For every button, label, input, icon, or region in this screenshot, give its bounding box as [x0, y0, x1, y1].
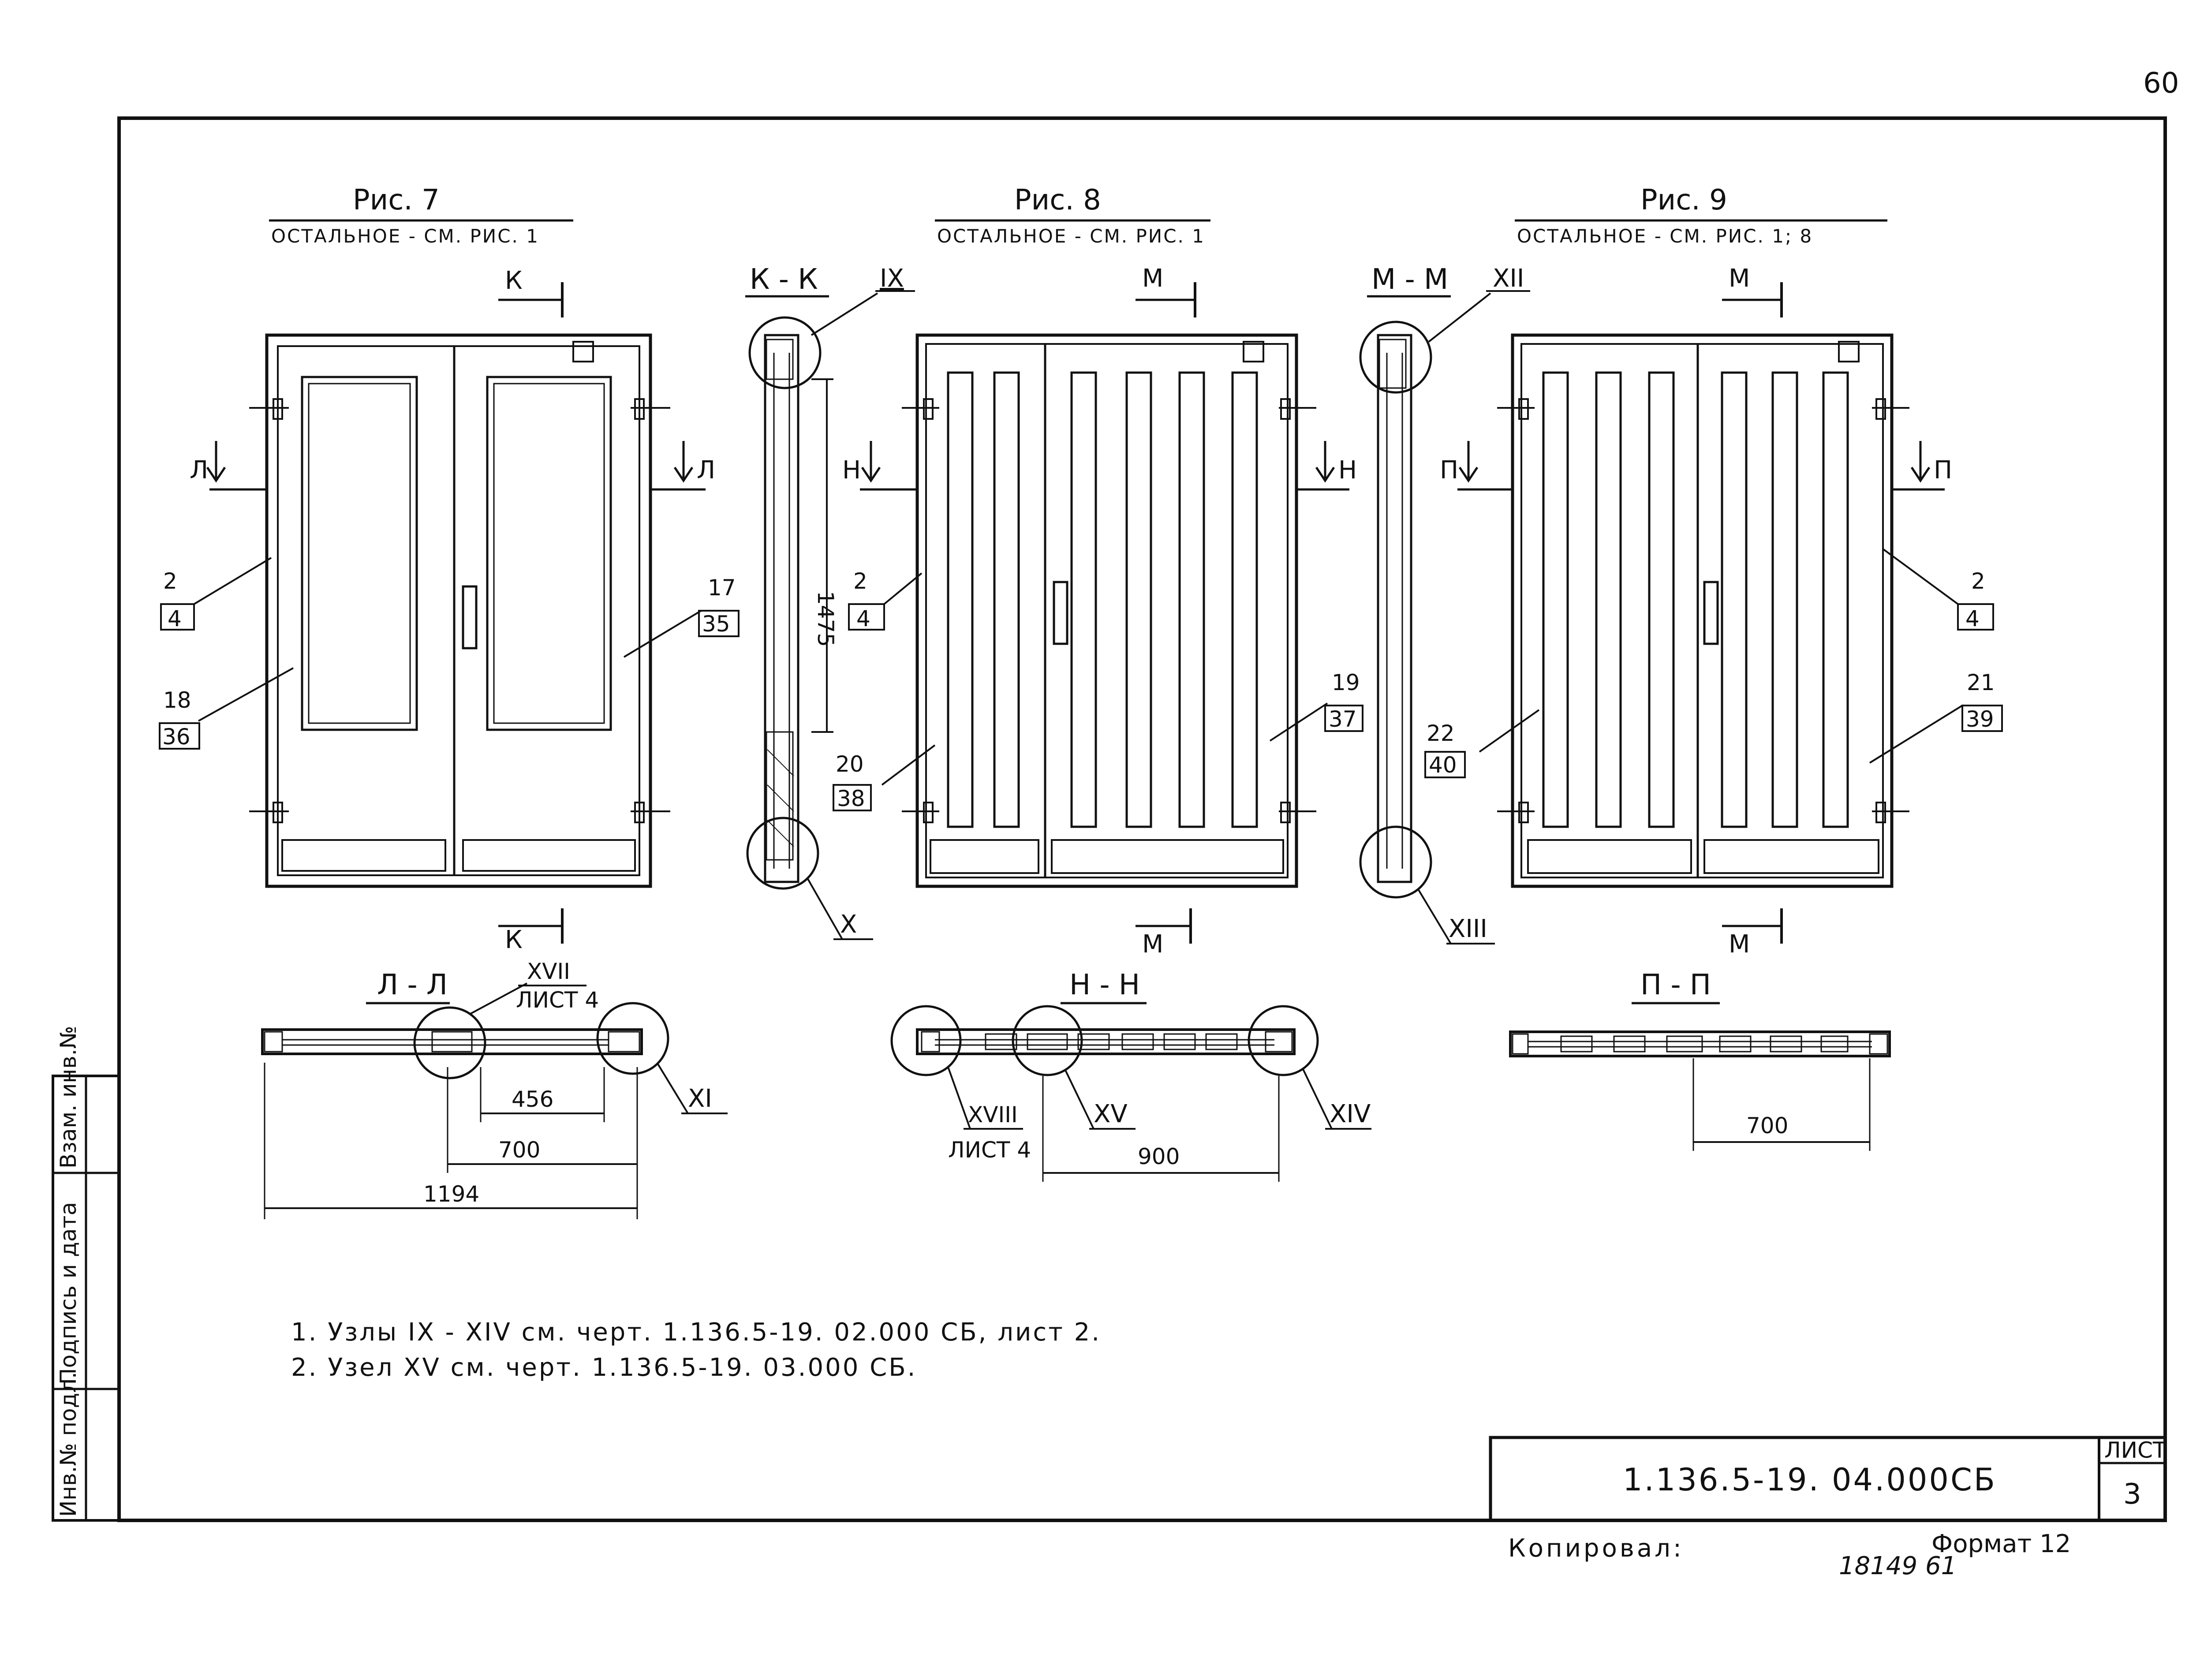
figure-8: Рис. 8 ОСТАЛЬНОЕ - СМ. РИС. 1 М М Н Н [833, 184, 1363, 959]
figure-9: Рис. 9 ОСТАЛЬНОЕ - СМ. РИС. 1; 8 М М П П [1424, 184, 2003, 959]
title-block: 1.136.5-19. 04.000СБ ЛИСТ 3 [1489, 1436, 2167, 1522]
inv-podl-label: Инв.№ подл. [56, 1372, 81, 1517]
section-m-m: М - М XII XIII [1359, 263, 1530, 945]
node-xiii-label: XIII [1449, 915, 1487, 943]
sheet-frame [117, 116, 2167, 1522]
copied-label: Копировал: [1508, 1534, 1684, 1563]
stamp-number: 18149 61 [1839, 1552, 1957, 1580]
podpis-data-label: Подпись и дата [56, 1202, 81, 1385]
node-x-circle [746, 817, 819, 890]
section-n-n: Н - Н XVIII ЛИСТ 4 XV XIV 900 [890, 969, 1371, 1182]
node-xii-circle [1359, 321, 1432, 394]
dim-900: 900 [1138, 1144, 1180, 1169]
node-xiv-label: XIV [1330, 1100, 1371, 1128]
format-label: Формат 12 [1931, 1530, 2071, 1558]
fig7-subtitle: ОСТАЛЬНОЕ - СМ. РИС. 1 [271, 225, 539, 247]
fig7-cut-k-bottom: К [505, 926, 523, 954]
fig8-title: Рис. 8 [1014, 184, 1101, 217]
fig7-left-glazing [301, 376, 418, 731]
node-xiii-circle [1359, 825, 1432, 899]
fig8-cut-m-bottom: М [1142, 930, 1163, 959]
sheet-number: 3 [2123, 1478, 2141, 1511]
fig8-handle [1053, 581, 1068, 645]
fig9-subtitle: ОСТАЛЬНОЕ - СМ. РИС. 1; 8 [1517, 225, 1813, 247]
node-xvii-sheet: ЛИСТ 4 [516, 987, 599, 1013]
note-2: 2. Узел XV см. черт. 1.136.5-19. 03.000 … [291, 1353, 917, 1382]
fig8-pos-right-a: 19 [1332, 670, 1360, 695]
fig7-pos-left-b: 36 [162, 724, 191, 750]
dim-1475: 1475 [813, 591, 838, 647]
page-number: 60 [2143, 67, 2179, 100]
fig8-pos-left-b: 38 [837, 786, 865, 811]
fig8-cut-n-left: Н [842, 456, 861, 485]
figure-7: Рис. 7 ОСТАЛЬНОЕ - СМ. РИС. 1 К К Л Л [159, 184, 740, 954]
fig9-door-frame [1511, 333, 1894, 888]
fig8-pos-left-a: 20 [836, 751, 864, 777]
node-xiv-circle [1248, 1005, 1319, 1076]
dim-700-pp: 700 [1746, 1113, 1788, 1139]
dim-456: 456 [512, 1086, 553, 1112]
node-xi-label: XI [688, 1084, 712, 1113]
fig7-title: Рис. 7 [353, 184, 440, 217]
section-p-p-title: П - П [1640, 969, 1711, 1001]
fig7-cut-l-left: Л [190, 456, 208, 485]
fig7-handle [462, 585, 478, 650]
fig8-pos-frame-a: 2 [853, 568, 867, 594]
fig9-pos-right-a: 21 [1967, 670, 1995, 695]
section-n-n-title: Н - Н [1069, 969, 1140, 1001]
fig8-door-frame [915, 333, 1298, 888]
dim-700-ll: 700 [498, 1137, 540, 1163]
fig7-pos-right-b: 35 [702, 611, 730, 637]
fig7-right-glazing [486, 376, 612, 731]
fig8-pos-frame-b: 4 [856, 606, 870, 631]
node-xviii-circle [890, 1005, 962, 1076]
section-l-l: Л - Л XVII ЛИСТ 4 XI 456 700 1194 [261, 959, 728, 1219]
fig8-subtitle: ОСТАЛЬНОЕ - СМ. РИС. 1 [937, 225, 1205, 247]
node-x-label: X [840, 910, 857, 939]
fig7-pos-left-a: 18 [163, 687, 191, 713]
fig7-cut-k-top: К [505, 266, 523, 295]
fig8-cut-m-top: М [1142, 264, 1163, 293]
fig9-cut-p-right: П [1934, 456, 1952, 485]
fig7-cut-l-right: Л [697, 456, 715, 485]
fig9-pos-left-b: 40 [1429, 752, 1457, 778]
fig7-pos-right-a: 17 [708, 575, 736, 601]
fig9-cut-p-left: П [1440, 456, 1458, 485]
node-xviii-label: XVIII [968, 1102, 1018, 1127]
node-xi-circle [596, 1002, 669, 1075]
fig9-handle [1703, 581, 1719, 645]
section-k-k: К - К IX X 1475 [745, 263, 915, 940]
fig9-cut-m-bottom: М [1729, 930, 1750, 959]
fig9-title: Рис. 9 [1640, 184, 1727, 217]
node-ix-label: IX [880, 264, 904, 293]
fig9-cut-m-top: М [1729, 264, 1750, 293]
fig9-pos-right-b: 39 [1966, 706, 1994, 732]
node-xv-label: XV [1094, 1100, 1128, 1128]
fig9-pos-left-a: 22 [1427, 721, 1455, 746]
section-k-k-title: К - К [750, 263, 818, 296]
fig9-pos-frame-b: 4 [1965, 606, 1980, 631]
fig7-pos-frame-b: 4 [168, 606, 182, 631]
vzam-inv-label: Взам. инв.№ [56, 1026, 81, 1169]
side-stamp: Взам. инв.№ Подпись и дата Инв.№ подл. [52, 1026, 120, 1522]
note-1: 1. Узлы IX - XIV см. черт. 1.136.5-19. 0… [291, 1318, 1101, 1347]
dim-1194: 1194 [423, 1181, 479, 1207]
node-ix-circle [748, 316, 822, 389]
node-xvii-circle [413, 1006, 486, 1079]
section-p-p: П - П 700 [1509, 969, 1891, 1151]
sheet-label: ЛИСТ [2104, 1437, 2167, 1463]
fig9-pos-frame-a: 2 [1971, 568, 1985, 594]
fig7-pos-frame-a: 2 [163, 568, 177, 594]
node-xv-circle [1012, 1005, 1083, 1076]
node-xviii-sheet: ЛИСТ 4 [948, 1137, 1031, 1163]
fig8-pos-right-b: 37 [1329, 706, 1357, 732]
section-l-l-title: Л - Л [377, 969, 448, 1001]
section-m-m-title: М - М [1371, 263, 1448, 296]
node-xvii-label: XVII [527, 959, 570, 984]
drawing-designation: 1.136.5-19. 04.000СБ [1623, 1462, 1997, 1498]
fig7-door-frame [265, 333, 652, 888]
fig8-cut-n-right: Н [1338, 456, 1357, 485]
node-xii-label: XII [1493, 264, 1524, 293]
